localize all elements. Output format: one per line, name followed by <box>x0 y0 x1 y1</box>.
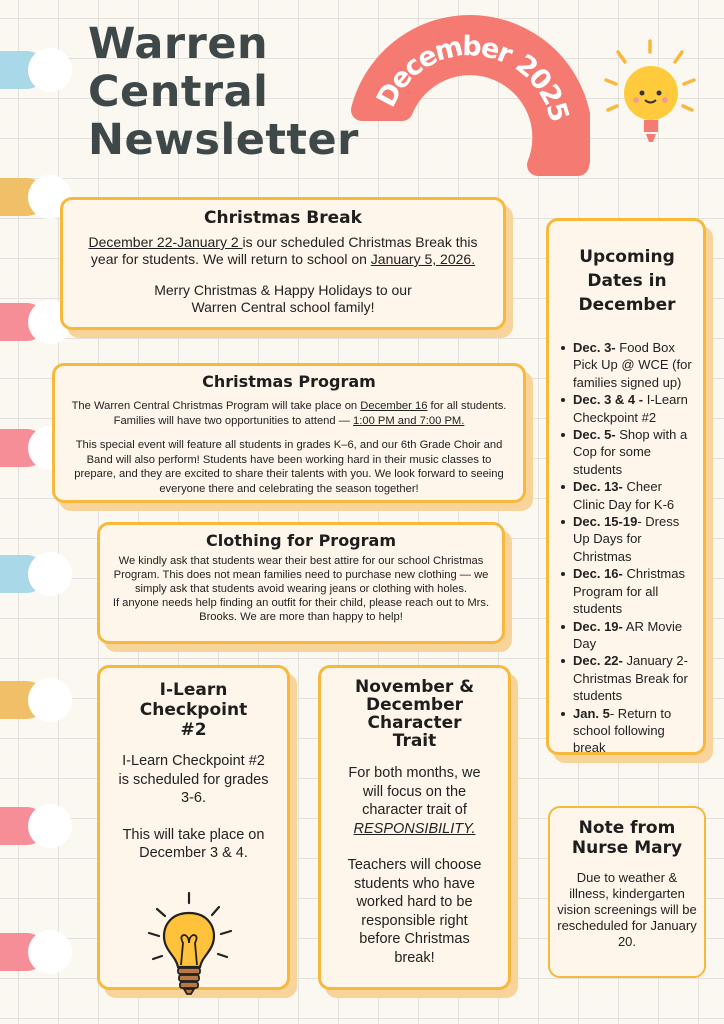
list-item: Dec. 5- Shop with a Cop for some student… <box>557 426 697 478</box>
character-trait-heading: November & December Character Trait <box>354 677 475 751</box>
list-item: Dec. 22- January 2- Christmas Break for … <box>557 652 697 704</box>
date-desc: - Dress Up Days for Christmas <box>573 514 680 564</box>
upcoming-dates-card: Upcoming Dates in December Dec. 3- Food … <box>546 218 706 755</box>
break-text: is our scheduled Christmas Break this ye… <box>90 234 478 267</box>
clothing-heading: Clothing for Program <box>206 531 396 550</box>
trait-word: RESPONSIBILITY. <box>331 820 498 839</box>
date-desc: Cheer Clinic Day for K-6 <box>573 479 675 512</box>
date-desc: January 2- Christmas Break for students <box>573 653 688 704</box>
program-date: December 16 <box>360 400 428 412</box>
date-label: Dec. 13- <box>573 479 623 495</box>
program-text: The Warren Central Christmas Program wil… <box>71 400 361 412</box>
program-text: for all students. Families will have two… <box>113 400 507 427</box>
greeting-line: Merry Christmas & Happy Holidays to our <box>154 282 412 298</box>
list-item: Dec. 19- AR Movie Day <box>557 618 697 653</box>
newsletter-title: Warren Central Newsletter <box>88 20 408 164</box>
christmas-break-card: Christmas Break December 22-January 2 is… <box>60 197 506 330</box>
date-label: Dec. 22- <box>573 653 623 669</box>
binder-hole <box>28 804 72 848</box>
return-date-link: January 5, 2026. <box>370 251 476 267</box>
lightbulb-smile-icon <box>604 39 696 142</box>
lightbulb-icon <box>147 891 232 995</box>
upcoming-dates-list: Dec. 3- Food Box Pick Up @ WCE (for fami… <box>557 339 697 757</box>
date-label: Dec. 15-19 <box>573 514 638 530</box>
program-details: This special event will feature all stud… <box>74 439 504 495</box>
date-desc: Food Box Pick Up @ WCE (for families sig… <box>573 340 692 390</box>
date-label: Dec. 19- <box>573 618 623 634</box>
date-desc: I-Learn Checkpoint #2 <box>573 392 688 425</box>
trait-note: Teachers will choose students who have w… <box>347 857 482 966</box>
nurse-note-heading: Note from Nurse Mary <box>571 818 683 858</box>
program-times: 1:00 PM and 7:00 PM. <box>353 414 465 427</box>
date-label: Dec. 3 & 4 - <box>573 392 644 408</box>
greeting-line: Warren Central school family! <box>191 299 375 315</box>
clothing-text: We kindly ask that students wear their b… <box>113 555 489 595</box>
title-line: Warren <box>88 19 269 69</box>
list-item: Dec. 16- Christmas Program for all stude… <box>557 565 697 617</box>
date-label: Dec. 5- <box>573 427 616 443</box>
title-line: Central <box>88 67 269 117</box>
trait-word-text: RESPONSIBILITY. <box>353 820 476 837</box>
binder-hole <box>28 930 72 974</box>
date-label: Dec. 3- <box>573 340 616 355</box>
list-item: Dec. 15-19- Dress Up Days for Christmas <box>557 513 697 565</box>
date-desc: AR Movie Day <box>573 618 683 651</box>
clothing-help: If anyone needs help finding an outfit f… <box>112 597 490 623</box>
character-trait-card: November & December Character Trait For … <box>318 665 511 990</box>
list-item: Dec. 13- Cheer Clinic Day for K-6 <box>557 478 697 513</box>
ilearn-card: I-Learn Checkpoint #2 I-Learn Checkpoint… <box>97 665 290 995</box>
trait-intro: For both months, we will focus on the ch… <box>348 765 481 818</box>
christmas-break-heading: Christmas Break <box>204 208 362 228</box>
date-desc: Shop with a Cop for some students <box>573 427 688 477</box>
ilearn-heading: I-Learn Checkpoint #2 <box>139 680 248 740</box>
program-intro: The Warren Central Christmas Program wil… <box>65 399 513 428</box>
date-desc: - Return to school following break <box>573 705 672 756</box>
ilearn-text: I-Learn Checkpoint #2 is scheduled for g… <box>118 753 269 806</box>
ilearn-dates: This will take place on December 3 & 4. <box>122 826 265 862</box>
list-item: Dec. 3- Food Box Pick Up @ WCE (for fami… <box>557 339 697 391</box>
break-dates-link: December 22-January 2 <box>88 234 243 250</box>
date-badge: December 2025 <box>351 15 590 176</box>
list-item: Jan. 5- Return to school following break <box>557 705 697 757</box>
clothing-card: Clothing for Program We kindly ask that … <box>97 522 505 644</box>
holiday-greeting: Merry Christmas & Happy Holidays to our … <box>77 282 489 316</box>
list-item: Dec. 3 & 4 - I-Learn Checkpoint #2 <box>557 391 697 426</box>
title-line: Newsletter <box>88 115 359 165</box>
upcoming-dates-heading: Upcoming Dates in December <box>578 247 676 315</box>
nurse-note-text: Due to weather & illness, kindergarten v… <box>557 870 697 949</box>
date-label: Jan. 5 <box>573 705 610 721</box>
nurse-note-card: Note from Nurse Mary Due to weather & il… <box>548 806 706 978</box>
christmas-program-heading: Christmas Program <box>202 372 376 391</box>
binder-hole <box>28 678 72 722</box>
date-desc: Christmas Program for all students <box>573 566 685 617</box>
date-label: Dec. 16- <box>573 566 623 582</box>
christmas-break-text: December 22-January 2 is our scheduled C… <box>77 234 489 268</box>
christmas-program-card: Christmas Program The Warren Central Chr… <box>52 363 526 503</box>
binder-hole <box>28 48 72 92</box>
binder-hole <box>28 552 72 596</box>
